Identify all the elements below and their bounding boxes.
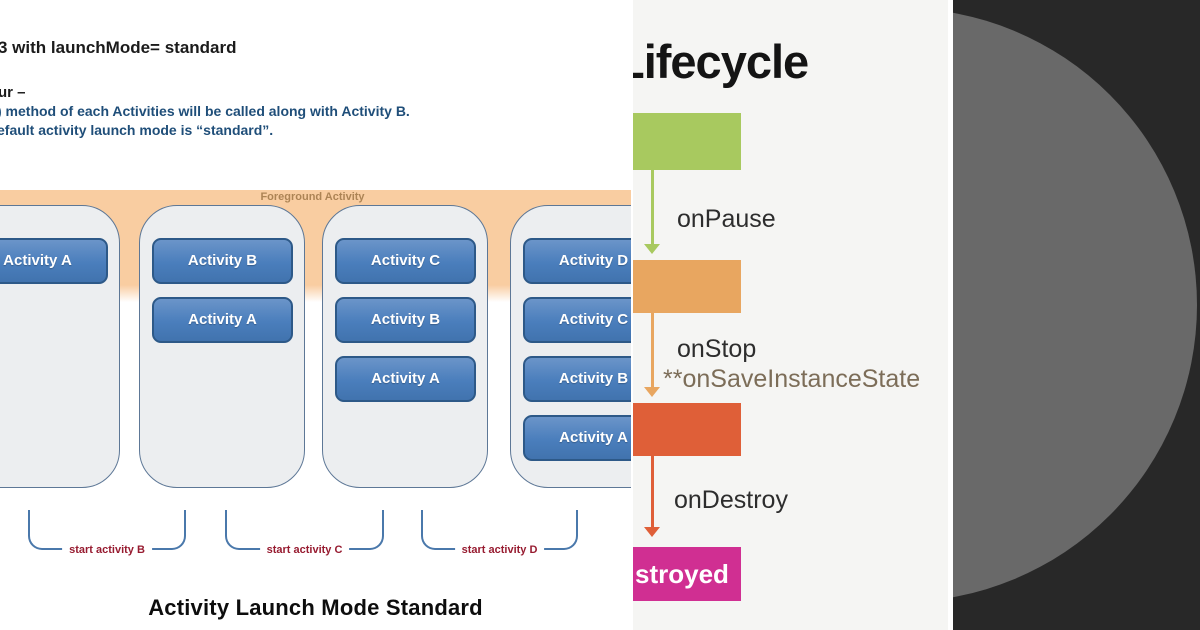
diagram-title: Activity Launch Mode Standard [148, 595, 483, 620]
ondestroy-label: onDestroy [674, 486, 788, 514]
destroyed-state-box: stroyed [633, 547, 741, 601]
onstop-label: onStop [677, 335, 757, 363]
dark-side-panel [953, 0, 1200, 630]
activity-box: Activity C [523, 297, 631, 343]
transition-label: start activity D [454, 544, 545, 556]
doc-note-line-2: efault activity launch mode is “standard… [0, 122, 274, 138]
down-arrowhead-red [644, 527, 660, 537]
down-arrow-green [651, 170, 654, 244]
task-stack-3: Activity C Activity B Activity A [322, 205, 488, 488]
doc-note-line-1: ) method of each Activities will be call… [0, 103, 410, 119]
transition-brace-3: start activity D [421, 510, 578, 556]
lifecycle-state-box-green [633, 113, 741, 170]
onsaveinstancestate-label: **onSaveInstanceState [663, 365, 921, 393]
lifecycle-state-box-red [633, 403, 741, 456]
activity-box: Activity A [0, 238, 108, 284]
doc-behaviour-fragment: ur – [0, 84, 26, 101]
transition-brace-2: start activity C [225, 510, 384, 556]
gray-circle-graphic [953, 8, 1197, 602]
lifecycle-panel: Lifecycle onPause onStop **onSaveInstanc… [633, 0, 948, 630]
transition-label: start activity C [259, 544, 350, 556]
activity-launch-mode-document: 3 with launchMode= standard ur – ) metho… [0, 38, 631, 620]
onpause-label: onPause [677, 205, 776, 233]
task-stack-2: Activity B Activity A [139, 205, 305, 488]
down-arrow-red [651, 456, 654, 527]
transition-label: start activity B [62, 544, 152, 556]
down-arrowhead-orange [644, 387, 660, 397]
foreground-activity-label: Foreground Activity [260, 191, 365, 203]
lifecycle-state-box-stopped [633, 260, 741, 313]
down-arrowhead-green [644, 244, 660, 254]
activity-box: Activity B [152, 238, 293, 284]
activity-box: Activity A [523, 415, 631, 461]
down-arrow-orange [651, 313, 654, 387]
activity-box: Activity B [335, 297, 476, 343]
activity-box: Activity A [152, 297, 293, 343]
task-stack-1: Activity A [0, 205, 120, 488]
task-stack-4: Activity D Activity C Activity B Activit… [510, 205, 631, 488]
activity-box: Activity C [335, 238, 476, 284]
activity-box: Activity B [523, 356, 631, 402]
activity-box: Activity A [335, 356, 476, 402]
transition-brace-1: start activity B [28, 510, 186, 556]
lifecycle-title: Lifecycle [633, 35, 809, 88]
activity-box: Activity D [523, 238, 631, 284]
doc-heading-fragment: 3 with launchMode= standard [0, 38, 237, 57]
